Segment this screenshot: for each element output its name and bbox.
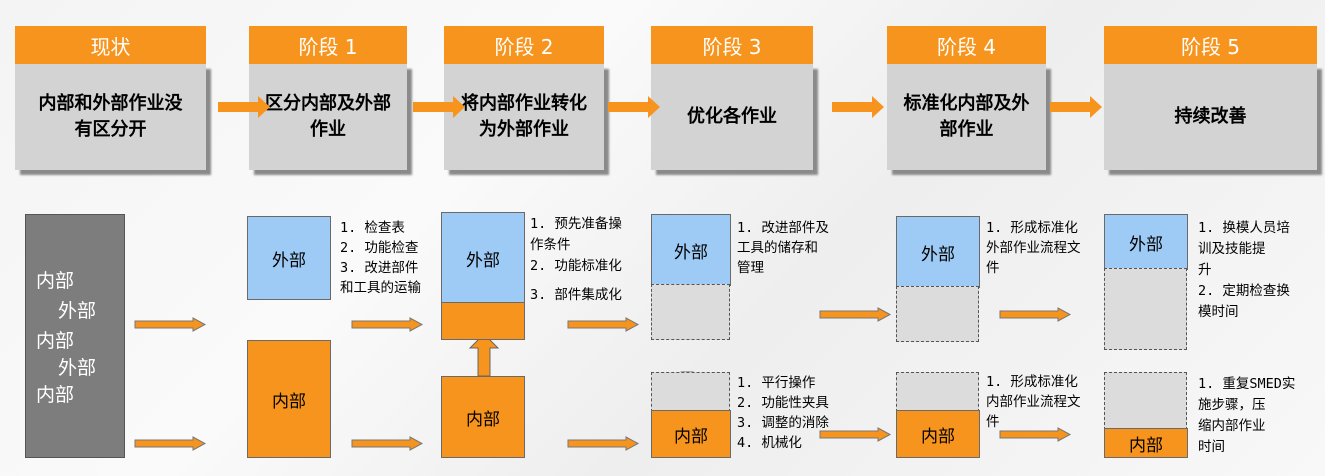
- stage-desc-line: 有区分开: [74, 119, 147, 140]
- up-arrow-icon: [468, 333, 500, 377]
- stage-arrow-icon: [608, 96, 660, 118]
- note-line: 件: [986, 414, 1000, 430]
- note-line: 外部作业流程文: [986, 240, 1081, 256]
- note-line: 1. 换模人员培: [1198, 220, 1290, 236]
- note-line: 2. 定期检查换: [1198, 283, 1290, 299]
- stage-desc-line: 将内部作业转化: [461, 93, 587, 114]
- stage3-external-box: 外部: [651, 214, 731, 286]
- note-line: 3. 改进部件: [340, 260, 419, 276]
- stage2-external-box: 外部: [441, 212, 525, 304]
- stage3-bottom-notes: 1. 平行操作 2. 功能性夹具 3. 调整的消除 4. 机械化: [737, 373, 829, 453]
- stage-arrow-icon: [1050, 96, 1102, 118]
- stage2-notes: 1. 预先准备操 作条件 2. 功能标准化 3. 部件集成化: [530, 214, 622, 306]
- stage-desc-line: 为外部作业: [479, 119, 569, 140]
- stage-arrow-icon: [413, 96, 465, 118]
- note-line: 缩内部作业: [1198, 418, 1266, 434]
- stage3-top-notes: 1. 改进部件及 工具的储存和 管理: [737, 218, 829, 278]
- flow-arrow-icon: [567, 436, 639, 451]
- stage1-external-box: 外部: [247, 216, 331, 300]
- note-line: 1. 平行操作: [737, 375, 816, 391]
- flow-arrow-icon: [134, 317, 206, 332]
- stage2-moved-box: [441, 302, 525, 340]
- stage-desc-line: 作业: [310, 119, 346, 140]
- note-line: 3. 调整的消除: [737, 415, 829, 431]
- note-line: 2. 功能标准化: [530, 258, 622, 274]
- flow-arrow-icon: [134, 436, 206, 451]
- stage-header-3: 阶段 3: [651, 26, 813, 64]
- current-state-block: [25, 214, 125, 458]
- current-external-1: 外部: [58, 300, 97, 322]
- stage-arrow-icon: [218, 96, 270, 118]
- stage5-internal-ghost: [1104, 372, 1187, 430]
- stage5-external-ghost: [1104, 268, 1187, 350]
- stage-header-5: 阶段 5: [1104, 26, 1317, 64]
- flow-arrow-icon: [819, 427, 891, 442]
- stage4-bottom-notes: 1. 形成标准化 内部作业流程文 件: [986, 372, 1081, 432]
- note-line: 1. 形成标准化: [986, 374, 1078, 390]
- stage-header-4: 阶段 4: [887, 26, 1046, 64]
- note-line: 1. 检查表: [340, 220, 405, 236]
- note-line: 施步骤，压: [1198, 397, 1266, 413]
- stage3-internal-box: 内部: [651, 410, 731, 458]
- flow-arrow-icon: [567, 317, 639, 332]
- stage-desc-line: 标准化内部及外: [903, 93, 1030, 114]
- note-line: 升: [1198, 262, 1212, 278]
- note-line: 2. 功能检查: [340, 240, 419, 256]
- stage1-internal-box: 内部: [247, 340, 331, 458]
- current-external-2: 外部: [58, 357, 97, 379]
- stage-header-current: 现状: [15, 26, 206, 64]
- stage-desc-line: 优化各作业: [687, 106, 777, 127]
- stage-desc-line: 区分内部及外部: [265, 93, 391, 114]
- stage4-top-notes: 1. 形成标准化 外部作业流程文 件: [986, 218, 1081, 278]
- note-line: 4. 机械化: [737, 435, 802, 451]
- stage4-external-box: 外部: [896, 216, 980, 288]
- note-line: 管理: [737, 260, 764, 276]
- flow-arrow-icon: [351, 436, 423, 451]
- stage5-top-notes: 1. 换模人员培 训及技能提 升 2. 定期检查换 模时间: [1198, 218, 1290, 323]
- stage-arrow-icon: [832, 96, 884, 118]
- stage-header-1: 阶段 1: [249, 26, 407, 64]
- flow-arrow-icon: [351, 317, 423, 332]
- note-line: [530, 277, 622, 285]
- stage-desc-3: 优化各作业: [651, 64, 813, 170]
- note-line: 内部作业流程文: [986, 394, 1081, 410]
- note-line: 工具的储存和: [737, 240, 818, 256]
- note-line: 3. 部件集成化: [530, 287, 622, 303]
- current-internal-1: 内部: [36, 270, 75, 292]
- current-internal-2: 内部: [36, 330, 75, 352]
- stage3-internal-ghost: [651, 372, 730, 412]
- stage-header-2: 阶段 2: [444, 26, 604, 64]
- stage-desc-current: 内部和外部作业没有区分开: [15, 64, 206, 170]
- note-line: 模时间: [1198, 304, 1239, 320]
- note-line: 件: [986, 260, 1000, 276]
- note-line: 1. 重复SMED实: [1198, 376, 1296, 392]
- stage-desc-2: 将内部作业转化为外部作业: [444, 64, 604, 170]
- stage3-external-ghost: [651, 284, 730, 340]
- stage2-internal-box: 内部: [441, 376, 525, 458]
- note-line: 训及技能提: [1198, 241, 1266, 257]
- stage-desc-5: 持续改善: [1104, 64, 1317, 170]
- note-line: 作条件: [530, 237, 571, 253]
- flow-arrow-icon: [999, 307, 1071, 322]
- note-line: 1. 改进部件及: [737, 220, 829, 236]
- stage-desc-line: 内部和外部作业没: [38, 93, 183, 114]
- note-line: 时间: [1198, 439, 1225, 455]
- stage4-external-ghost: [896, 286, 979, 342]
- note-line: 2. 功能性夹具: [737, 395, 829, 411]
- current-internal-3: 内部: [36, 384, 75, 406]
- flow-arrow-icon: [819, 307, 891, 322]
- stage1-notes: 1. 检查表 2. 功能检查 3. 改进部件 和工具的运输: [340, 218, 421, 298]
- stage-desc-1: 区分内部及外部作业: [249, 64, 407, 170]
- stage-desc-4: 标准化内部及外部作业: [887, 64, 1046, 170]
- stage-desc-line: 部作业: [939, 119, 994, 140]
- stage4-internal-ghost: [896, 372, 979, 412]
- stage-desc-line: 持续改善: [1174, 106, 1247, 127]
- stage4-internal-box: 内部: [896, 410, 980, 458]
- note-line: 1. 预先准备操: [530, 216, 622, 232]
- note-line: 1. 形成标准化: [986, 220, 1078, 236]
- stage5-external-box: 外部: [1104, 214, 1188, 270]
- note-line: 和工具的运输: [340, 280, 421, 296]
- stage5-bottom-notes: 1. 重复SMED实 施步骤，压 缩内部作业 时间: [1198, 374, 1295, 458]
- stage5-internal-box: 内部: [1104, 428, 1188, 458]
